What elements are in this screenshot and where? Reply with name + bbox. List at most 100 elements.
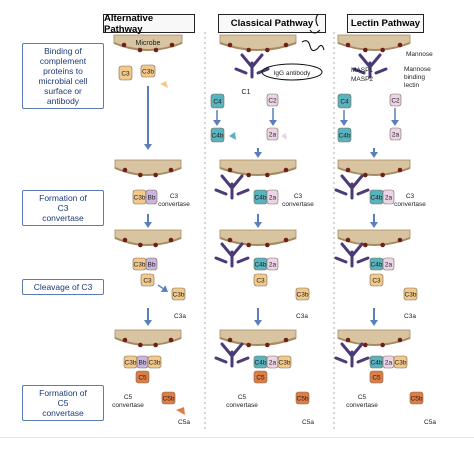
- lectin-c4-arrow-head: [340, 120, 348, 126]
- row2-down-arrow-head: [370, 222, 378, 228]
- igg-antibody: [234, 53, 270, 79]
- membrane-dot: [227, 42, 233, 48]
- membrane-dot: [380, 47, 385, 53]
- lectin-label-line: binding: [404, 74, 425, 81]
- lectin-c5a-label: C5a: [424, 419, 436, 426]
- row-label-c3-line: Formation of: [39, 193, 87, 203]
- membrane-dot: [153, 47, 159, 53]
- classical-c5conv-c2a-label: 2a: [269, 360, 277, 367]
- lectin-c2-protein-label: C2: [391, 98, 400, 105]
- membrane-dot: [363, 342, 368, 348]
- c2-protein-label: C2: [268, 98, 277, 105]
- lectin-c5-protein-shape: [369, 370, 384, 384]
- row-label-binding: Binding of complement proteins to microb…: [22, 43, 104, 109]
- c3b-convertase-part-label: C3b: [134, 195, 146, 202]
- c5a-fragment: [176, 407, 185, 415]
- lectin-c2a-protein-shape: [389, 127, 402, 141]
- lectin-c3b-product-shape: [403, 287, 418, 301]
- row-label-c5-line: C5: [57, 398, 69, 408]
- lectin-c2a-convertase-part-shape: [382, 189, 395, 205]
- classical-antibody-row3: [214, 242, 250, 268]
- c3a-label: C3a: [174, 313, 186, 320]
- c5conv-c3b-label: C3b: [125, 360, 137, 367]
- membrane-dot: [397, 42, 403, 48]
- membrane-dot: [246, 47, 251, 53]
- membrane-dot: [283, 167, 289, 173]
- membrane-dot: [246, 342, 251, 348]
- classical-c5conv-c4b-label: C4b: [255, 360, 267, 367]
- membrane-dot: [363, 47, 368, 53]
- lectin-c5b-product-shape: [409, 391, 424, 405]
- membrane-dot: [397, 237, 403, 243]
- alternative-cleave-arrow-head: [160, 285, 168, 292]
- membrane-dot: [265, 242, 270, 248]
- membrane-dot: [169, 42, 175, 48]
- c3b-protein-shape: [140, 64, 156, 78]
- microbe-label: Microbe: [136, 40, 161, 47]
- membrane-edge: [113, 42, 183, 51]
- row-label-binding-line: antibody: [46, 96, 80, 106]
- classical-antibody-row4: [214, 342, 250, 368]
- classical-c5-convertase-label: convertase: [226, 402, 258, 409]
- c2a-protein-label: 2a: [269, 132, 277, 139]
- lectin-c5b-product-label: C5b: [411, 396, 423, 403]
- membrane-dot: [397, 167, 403, 173]
- membrane-edge: [337, 237, 411, 246]
- mannose-label: Mannose: [406, 51, 433, 58]
- row-label-c3-line: convertase: [42, 213, 84, 223]
- lectin-c4-protein-shape: [337, 93, 352, 109]
- membrane-dot: [265, 47, 270, 53]
- lectin-c5-convertase-label: C5: [358, 394, 367, 401]
- c2-protein-shape: [266, 93, 279, 107]
- lectin-c5-protein-label: C5: [372, 375, 381, 382]
- membrane-dot: [153, 172, 158, 178]
- c3-substrate-shape: [140, 273, 155, 287]
- lectin-row4: [334, 342, 370, 368]
- row3-down-arrow-head: [144, 320, 152, 326]
- c2a-convertase-part-shape: [266, 189, 279, 205]
- lectin-c5conv-c3b-label: C3b: [395, 360, 407, 367]
- lectin-c3-convertase-label: convertase: [394, 201, 426, 208]
- c3-substrate-label: C3: [143, 278, 152, 285]
- membrane-dot: [283, 42, 289, 48]
- lectin-c5-convertase-label: convertase: [346, 402, 378, 409]
- row3-down-arrow-head: [370, 320, 378, 326]
- membrane-shape: [114, 329, 182, 346]
- row-label-binding-line: proteins to: [43, 66, 83, 76]
- row-label-cleavage-line: Cleavage of C3: [33, 282, 93, 292]
- c3-convertase-label: C3: [170, 193, 179, 200]
- membrane-shape: [337, 329, 411, 346]
- c3-convertase-label: convertase: [158, 201, 190, 208]
- lectin-c4b-convertase-part-label: C4b: [371, 195, 383, 202]
- membrane-shape: [219, 34, 297, 51]
- lectin-c2-protein-shape: [389, 93, 402, 107]
- membrane-dot: [380, 172, 385, 178]
- header-lectin-pathway: Lectin Pathway: [347, 14, 424, 33]
- header-classical-pathway: Classical Pathway: [218, 14, 326, 33]
- membrane-edge: [114, 237, 182, 246]
- membrane-dot: [227, 337, 233, 343]
- c3b-product-shape: [171, 287, 186, 301]
- c5-convertase-label: C5: [124, 394, 133, 401]
- c5b-product-shape: [161, 391, 176, 405]
- classical-c5-protein-label: C5: [256, 375, 265, 382]
- classical-arrow-1-head: [254, 152, 262, 158]
- row-label-c3-convertase: Formation of C3 convertase: [22, 190, 104, 226]
- membrane-edge: [219, 42, 297, 51]
- classical-c3b-product-shape: [295, 287, 310, 301]
- c4b-bound-label: C4b: [255, 262, 267, 269]
- bb-convertase-part-shape: [145, 189, 158, 205]
- lectin-c2a-convertase-part-label: 2a: [385, 195, 393, 202]
- classical-c3-convertase-label: convertase: [282, 201, 314, 208]
- lectin-c4b-bound-label: C4b: [371, 262, 383, 269]
- membrane-dot: [122, 237, 128, 243]
- lectin-c3-convertase-label: C3: [406, 193, 415, 200]
- lectin-label-line: Mannose: [404, 66, 431, 73]
- c2a-bound-shape: [266, 257, 279, 271]
- lectin-c5conv-c2a-label: 2a: [385, 360, 393, 367]
- membrane-dot: [345, 42, 351, 48]
- membrane-dot: [246, 242, 251, 248]
- bottom-divider: [0, 437, 474, 438]
- igg-label: IgG antibody: [274, 70, 312, 77]
